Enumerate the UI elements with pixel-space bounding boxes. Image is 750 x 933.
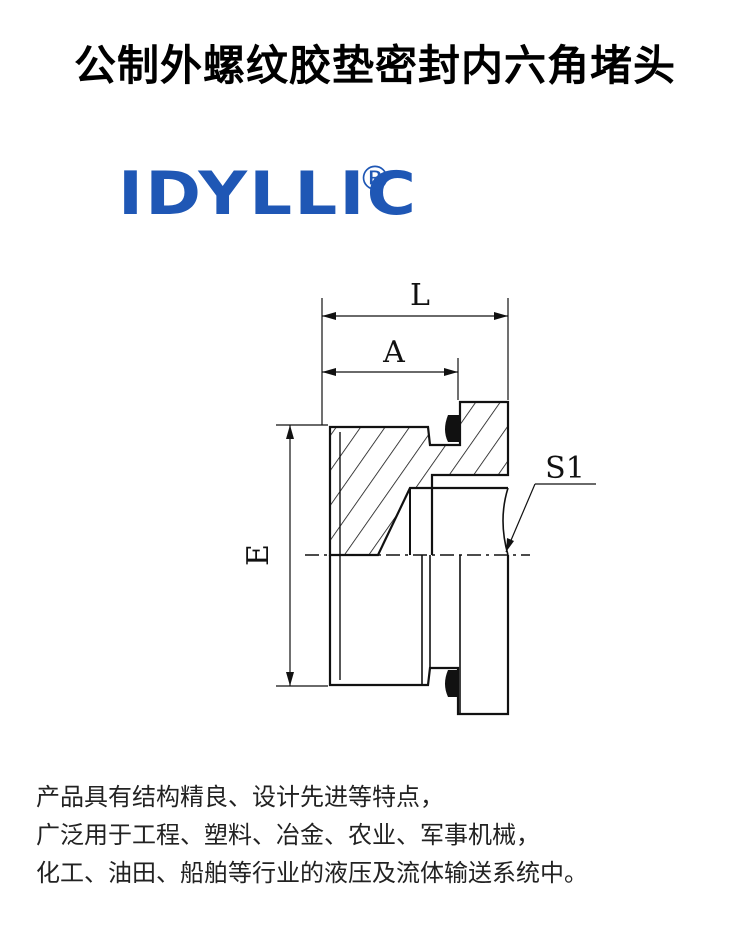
seal-ring-lower	[445, 670, 458, 697]
dimension-s1-label: S1	[545, 451, 585, 486]
seal-ring-upper	[445, 415, 460, 442]
description-line: 产品具有结构精良、设计先进等特点，	[36, 783, 444, 811]
brand-wordmark: IDYLLIC	[118, 159, 419, 229]
dimension-e	[276, 424, 328, 687]
dimension-a	[322, 358, 459, 400]
description-line: 化工、油田、船舶等行业的液压及流体输送系统中。	[36, 859, 588, 887]
product-description: 产品具有结构精良、设计先进等特点， 广泛用于工程、塑料、冶金、农业、军事机械， …	[36, 778, 726, 892]
page-title: 公制外螺纹胶垫密封内六角堵头	[73, 41, 676, 90]
dimension-s1	[505, 483, 596, 553]
plug-section-upper	[328, 400, 510, 557]
plug-exterior-lower	[328, 555, 510, 716]
description-line: 广泛用于工程、塑料、冶金、农业、军事机械，	[36, 821, 540, 849]
dimension-e-label: E	[241, 544, 276, 566]
dimension-l	[321, 298, 509, 425]
dimension-a-label: A	[382, 335, 405, 370]
brand-logo: IDYLLIC ®	[118, 160, 416, 228]
dimension-l-label: L	[410, 278, 430, 313]
registered-mark-icon: ®	[358, 159, 392, 199]
